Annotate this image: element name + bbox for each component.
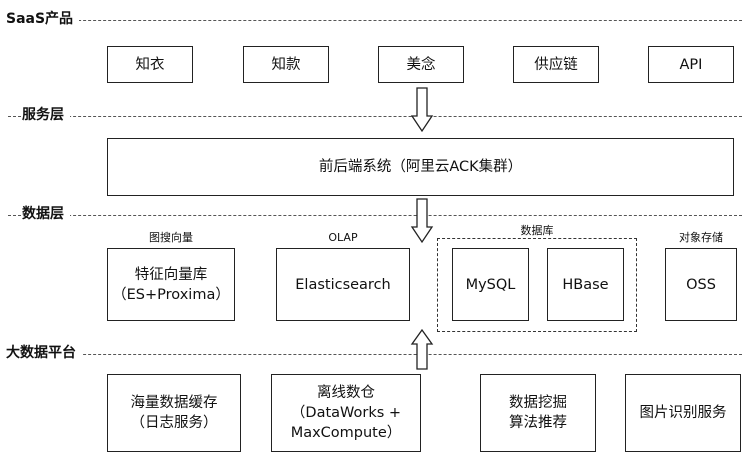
saas-product-zhikuan: 知款: [243, 46, 329, 83]
data-mining-title: 数据挖掘: [509, 395, 567, 411]
arrow-up-icon: [410, 328, 434, 370]
arrow-down-icon: [410, 198, 434, 244]
image-recognition-label: 图片识别服务: [639, 405, 727, 421]
database-group: [437, 238, 637, 332]
saas-divider: [8, 20, 742, 21]
saas-product-label: 知款: [271, 56, 301, 73]
log-cache-box: 海量数据缓存 （日志服务）: [107, 374, 241, 452]
database-caption: 数据库: [520, 224, 554, 237]
offline-warehouse-box: 离线数仓 （DataWorks + MaxCompute）: [271, 374, 421, 452]
saas-product-label: 美念: [406, 56, 436, 73]
saas-product-api: API: [648, 46, 734, 83]
layer-label-saas: SaaS产品: [6, 11, 80, 27]
oss-label: OSS: [686, 276, 716, 293]
offline-warehouse-title: 离线数仓: [316, 385, 375, 401]
offline-warehouse-detail-1: （DataWorks +: [290, 405, 402, 421]
saas-product-label: 供应链: [534, 56, 578, 73]
log-cache-title: 海量数据缓存: [130, 395, 218, 411]
service-divider: [8, 116, 742, 117]
data-divider: [8, 215, 742, 216]
saas-product-zhiyi: 知衣: [107, 46, 193, 83]
service-system-box: 前后端系统（阿里云ACK集群）: [107, 138, 734, 196]
saas-product-label: 知衣: [135, 56, 165, 73]
data-mining-box: 数据挖掘 算法推荐: [480, 374, 596, 452]
layer-label-bigdata: 大数据平台: [6, 345, 82, 361]
saas-product-meinian: 美念: [378, 46, 464, 83]
bigdata-divider: [8, 354, 742, 355]
storage-caption: 对象存储: [679, 231, 723, 244]
olap-caption: OLAP: [328, 231, 358, 244]
olap-label: Elasticsearch: [295, 276, 391, 293]
vector-caption: 图搜向量: [149, 231, 193, 244]
log-cache-detail: （日志服务）: [130, 415, 218, 431]
layer-label-service: 服务层: [22, 107, 70, 123]
hbase-box: HBase: [547, 248, 624, 321]
vector-store-detail: （ES+Proxima）: [112, 286, 230, 303]
vector-store-title: 特征向量库: [134, 266, 208, 283]
data-mining-detail: 算法推荐: [509, 415, 567, 431]
offline-warehouse-detail-2: MaxCompute）: [290, 425, 402, 441]
saas-product-label: API: [679, 56, 703, 73]
layer-label-data: 数据层: [22, 206, 70, 222]
saas-product-supply-chain: 供应链: [513, 46, 599, 83]
image-recognition-box: 图片识别服务: [625, 374, 741, 452]
mysql-label: MySQL: [465, 276, 516, 293]
arrow-down-icon: [410, 87, 434, 133]
hbase-label: HBase: [562, 276, 609, 293]
vector-store-box: 特征向量库 （ES+Proxima）: [107, 248, 235, 321]
oss-box: OSS: [665, 248, 737, 321]
service-system-label: 前后端系统（阿里云ACK集群）: [318, 159, 523, 175]
olap-box: Elasticsearch: [276, 248, 410, 321]
mysql-box: MySQL: [452, 248, 529, 321]
